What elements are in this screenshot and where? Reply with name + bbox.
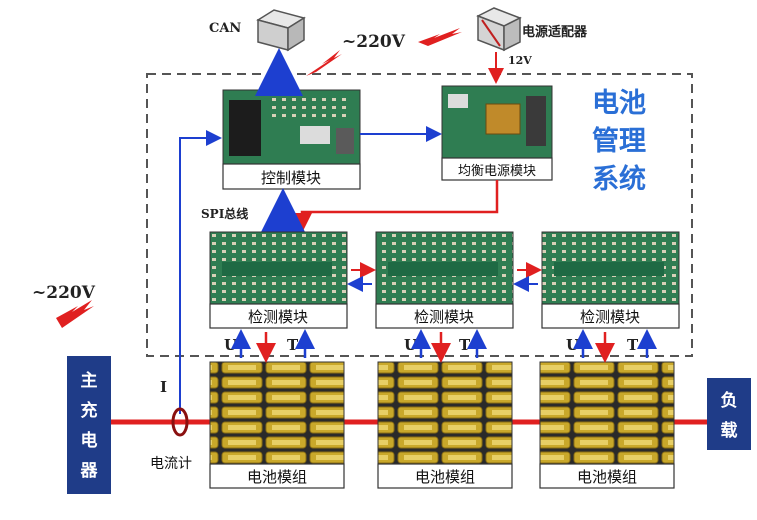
current-meter-ring: [171, 407, 189, 437]
t-label-2: T: [459, 336, 471, 354]
bms-title-line3: 系统: [592, 163, 646, 195]
t-label-1: T: [287, 336, 299, 354]
detection-module-3: [541, 231, 680, 329]
can-label: CAN: [209, 21, 241, 36]
bms-title-line1: 电池: [592, 88, 646, 119]
v12-label: 12V: [508, 54, 532, 67]
can-device-icon: [256, 9, 306, 52]
lightning-icon: [418, 28, 462, 46]
bms-boundary: [146, 73, 693, 357]
spi-bus-label: SPI总线: [201, 206, 248, 221]
main-charger-box: [67, 356, 111, 494]
current-symbol: I: [160, 378, 167, 396]
battery-group-1-label: 电池模组: [247, 468, 307, 486]
battery-group-2-label: 电池模组: [415, 468, 475, 486]
bms-title-line2: 管理: [592, 126, 646, 157]
balance-power-module: [441, 85, 553, 181]
signals-group-2: U T: [404, 329, 487, 363]
detect-module-1-label: 检测模块: [248, 308, 308, 326]
control-module-label: 控制模块: [261, 169, 321, 187]
u-label-1: U: [224, 336, 237, 354]
signals-group-3: U T: [566, 329, 657, 363]
detect-module-3-label: 检测模块: [580, 308, 640, 326]
load-box: [707, 378, 751, 450]
signals-group-1: U T: [224, 329, 315, 363]
main-charger-char-4: 器: [80, 461, 99, 481]
voltage-top-label: ~220V: [342, 32, 406, 52]
main-charger-char-1: 主: [81, 370, 98, 391]
adapter-label: 电源适配器: [522, 24, 588, 40]
battery-group-3: [539, 361, 675, 489]
voltage-left-label: ~220V: [32, 283, 96, 303]
u-label-2: U: [404, 336, 417, 354]
u-label-3: U: [566, 336, 579, 354]
battery-group-2: [377, 361, 513, 489]
lightning-icon: [56, 300, 94, 328]
battery-group-3-label: 电池模组: [577, 468, 637, 486]
detection-module-2: [375, 231, 514, 329]
power-adapter-icon: [476, 7, 522, 52]
t-label-3: T: [627, 336, 639, 354]
load-char-2: 载: [721, 420, 738, 441]
detect-module-2-label: 检测模块: [414, 308, 474, 326]
current-meter-label: 电流计: [150, 456, 192, 472]
load-char-1: 负: [721, 390, 738, 411]
balance-module-label: 均衡电源模块: [458, 164, 536, 179]
main-charger-char-3: 电: [81, 430, 98, 451]
battery-group-1: [209, 361, 345, 489]
lightning-icon: [306, 50, 342, 76]
control-module: [222, 89, 361, 190]
detection-module-1: [209, 231, 348, 329]
current-signal-line: [179, 130, 222, 414]
main-charger-char-2: 充: [81, 400, 98, 421]
